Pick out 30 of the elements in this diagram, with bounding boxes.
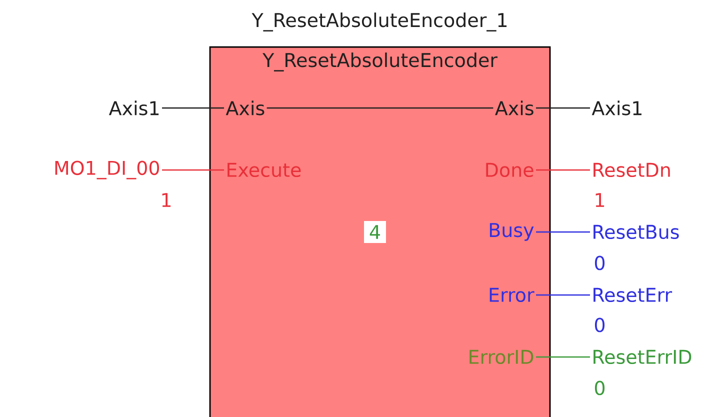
pin-label: Axis (495, 100, 534, 116)
pin-label: Axis (226, 100, 264, 116)
value-label: 0 (594, 318, 605, 332)
step-number: 4 (364, 220, 386, 243)
instance-label: Y_ResetAbsoluteEncoder_1 (252, 12, 507, 32)
block-type-label: Y_ResetAbsoluteEncoder (262, 52, 498, 72)
value-label: 1 (162, 193, 171, 207)
connector-line (536, 231, 590, 233)
pin-label: Execute (228, 162, 301, 178)
variable-label: ResetErrID (594, 350, 692, 364)
connector-line (536, 356, 590, 358)
pin-label: Busy (490, 223, 534, 241)
pin-label: Error (490, 288, 534, 302)
connector-line (536, 294, 590, 296)
variable-label: MO1_DI_00 (55, 160, 160, 180)
value-label: 1 (596, 193, 604, 207)
variable-label: Axis1 (592, 100, 642, 116)
variable-label: ResetErr (594, 288, 672, 302)
connector-line (536, 169, 590, 171)
variable-label: Axis1 (108, 100, 159, 116)
value-label: 0 (594, 256, 605, 270)
pin-label: Done (486, 162, 534, 178)
connector-line (162, 169, 224, 171)
pin-label: ErrorID (470, 350, 534, 364)
connector-line (266, 107, 494, 109)
connector-line (162, 107, 224, 109)
variable-label: ResetBus (594, 224, 679, 240)
variable-label: ResetDn (594, 162, 670, 178)
value-label: 0 (594, 380, 605, 396)
connector-line (536, 107, 590, 109)
